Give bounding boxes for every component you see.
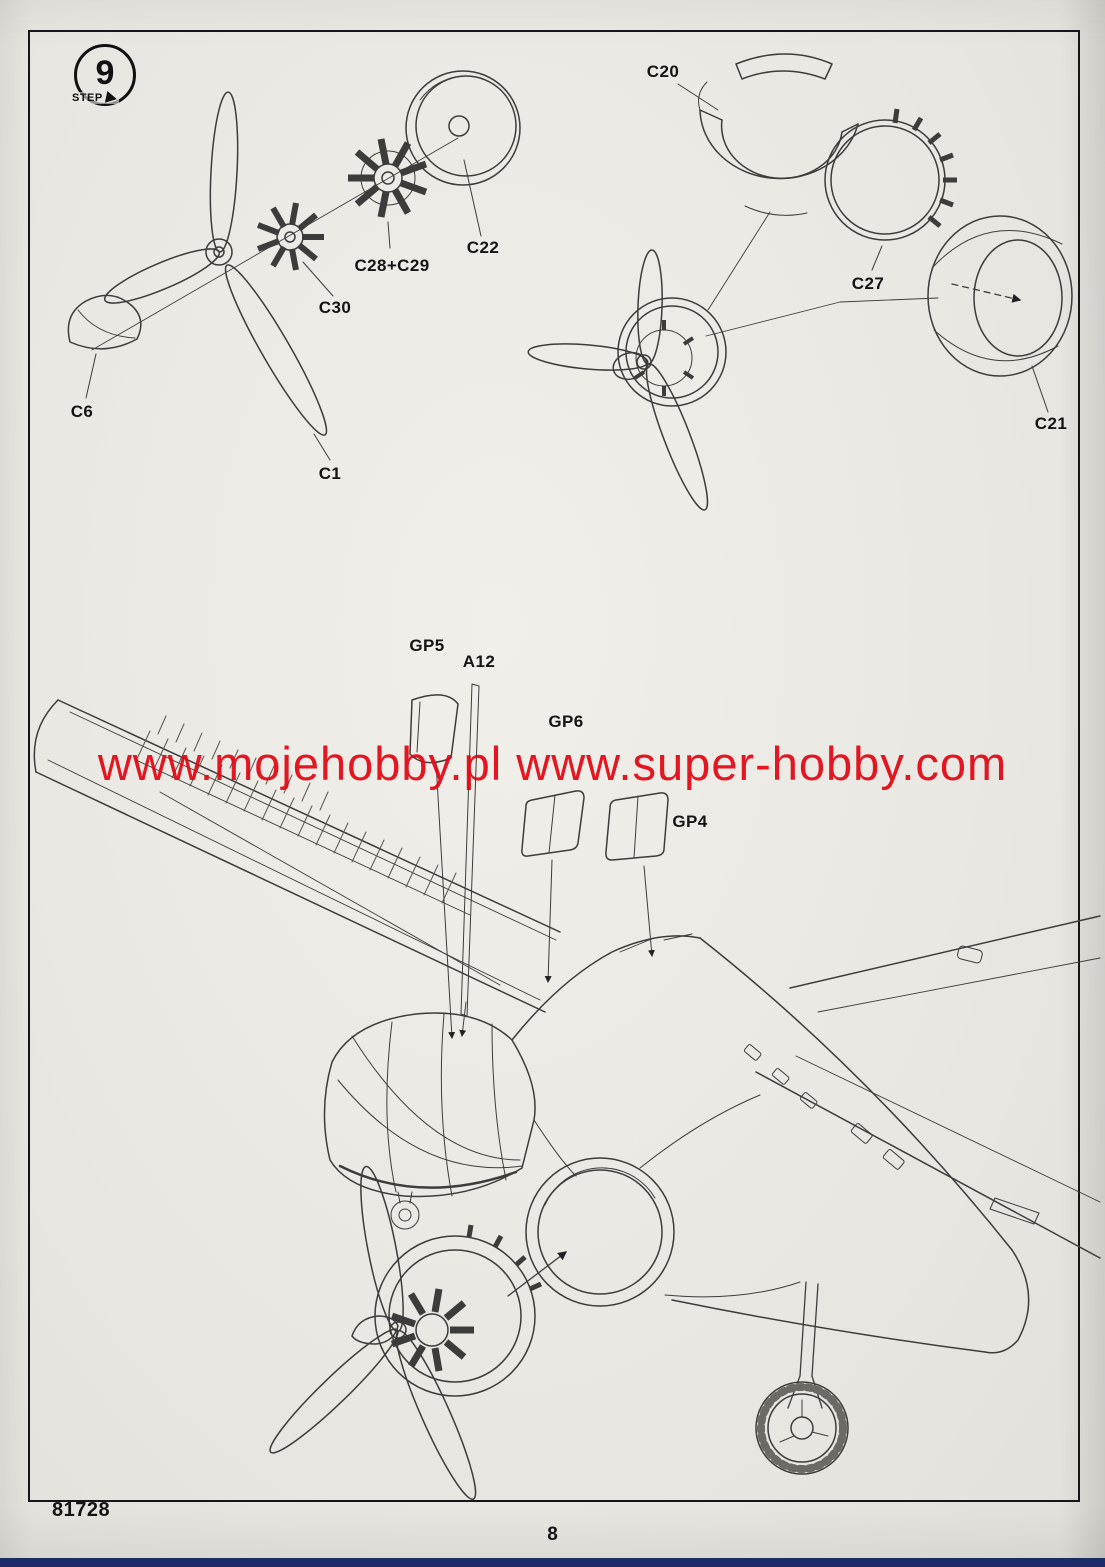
footer-color-bar — [0, 1558, 1105, 1567]
step-label-text: STEP — [72, 92, 103, 104]
step-arrow-icon — [104, 90, 118, 106]
step-badge: 9 STEP — [70, 44, 142, 120]
part-label-c6: C6 — [70, 402, 94, 421]
part-label-gp6: GP6 — [548, 712, 584, 731]
part-label-c20: C20 — [646, 62, 680, 81]
part-label-gp5: GP5 — [409, 636, 445, 655]
part-label-c21: C21 — [1034, 414, 1068, 433]
step-circle: 9 — [74, 44, 136, 106]
step-label: STEP — [70, 90, 119, 106]
part-label-c28-c29: C28+C29 — [354, 256, 430, 275]
part-label-c1: C1 — [318, 464, 342, 483]
part-label-gp4: GP4 — [672, 812, 708, 831]
part-label-a12: A12 — [462, 652, 496, 671]
part-label-c30: C30 — [318, 298, 352, 317]
page-number: 8 — [547, 1524, 558, 1545]
part-label-c22: C22 — [466, 238, 500, 257]
step-number: 9 — [95, 54, 115, 92]
shop-watermark: www.mojehobby.pl www.super-hobby.com — [97, 737, 1008, 790]
kit-number: 81728 — [52, 1499, 111, 1521]
part-label-c27: C27 — [851, 274, 885, 293]
